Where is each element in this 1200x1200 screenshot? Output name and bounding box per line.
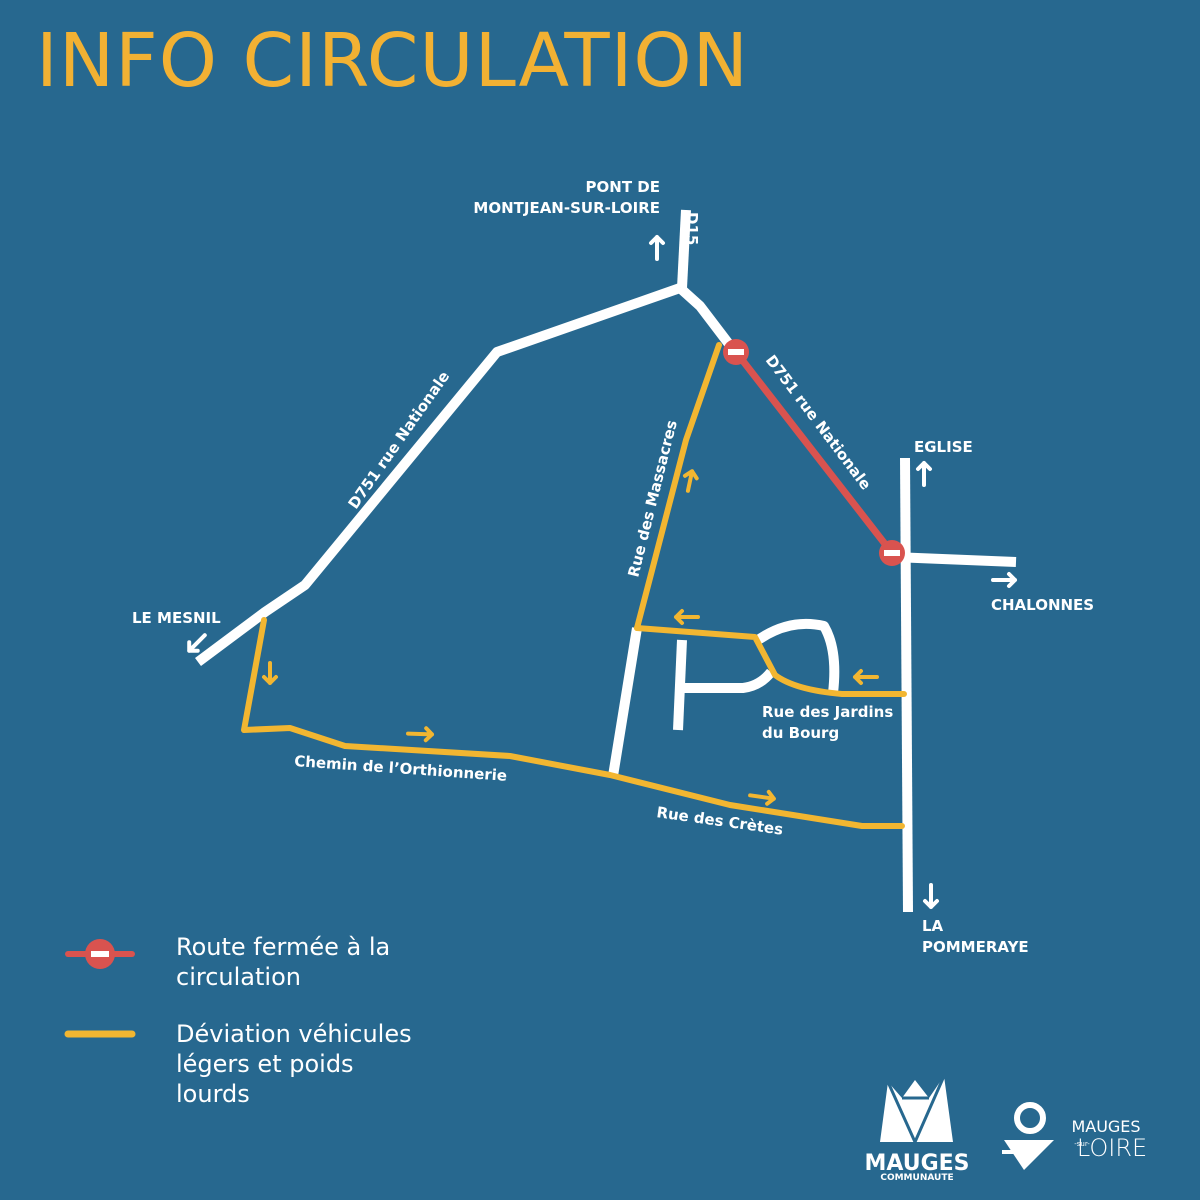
detour-arrow-icon [682, 469, 699, 493]
no-entry-icon [879, 540, 905, 566]
mauges-communaute-logo: MAUGES COMMUNAUTE [864, 1075, 970, 1183]
logo-msl-sur-text: -sur- [1074, 1140, 1090, 1148]
detour-west-leg [241, 617, 905, 829]
legend-closed-label: Route fermée à la circulation [176, 933, 391, 991]
road-label-orthionnerie: Chemin de l’Orthionnerie [294, 752, 508, 785]
place-label-montjean: MONTJEAN-SUR-LOIRE [473, 199, 660, 217]
road-loop [755, 618, 840, 694]
arrow-right-icon [991, 572, 1017, 588]
arrow-up-icon [916, 461, 932, 487]
place-label-le-mesnil: LE MESNIL [132, 609, 221, 627]
place-label-pont-de: PONT DE [586, 178, 660, 196]
road-d751-east-start [676, 284, 739, 356]
legend-closed-symbol [65, 939, 135, 969]
place-label-eglise: EGLISE [914, 438, 973, 456]
detour-arrow-icon [674, 609, 700, 625]
detour-arrow-icon [853, 669, 879, 685]
place-label-chalonnes: CHALONNES [991, 596, 1094, 614]
closed-road-d751 [732, 348, 896, 557]
detour-arrow-icon [406, 726, 434, 743]
road-label-d751-east: D751 rue Nationale [762, 352, 875, 494]
detour-arrow-icon [262, 661, 278, 685]
road-label-jardins-1: Rue des Jardins [762, 703, 893, 721]
logo-mauges-text: MAUGES [864, 1151, 969, 1176]
place-label-pommeraye: POMMERAYE [922, 938, 1029, 956]
legend-detour-label: Déviation véhicules légers et poids lour… [176, 1020, 412, 1108]
road-chalonnes [892, 552, 1017, 567]
logo-msl-bottom-text: LOIRE [1077, 1134, 1147, 1162]
detour-massacres [634, 342, 722, 631]
page-title: INFO CIRCULATION [36, 18, 750, 104]
road-label-jardins-2: du Bourg [762, 724, 839, 742]
mauges-sur-loire-logo: MAUGES -sur- LOIRE [1002, 1102, 1147, 1170]
road-d751-west [195, 283, 682, 667]
road-network [195, 209, 1017, 913]
road-side-branch [678, 668, 775, 693]
detour-jardins [634, 625, 907, 697]
detour-network [241, 342, 907, 829]
road-label-d751-west: D751 rue Nationale [345, 368, 454, 513]
place-label-la: LA [922, 917, 944, 935]
logo-communaute-text: COMMUNAUTE [880, 1173, 953, 1183]
arrow-down-left-icon [187, 633, 207, 653]
road-massacres-south [608, 627, 642, 777]
road-d15 [677, 209, 691, 289]
no-entry-icon [723, 339, 749, 365]
road-label-d15: D15 [683, 212, 701, 245]
arrow-down-icon [923, 883, 939, 909]
road-main-vertical [900, 457, 913, 913]
arrow-up-icon [649, 235, 665, 261]
logo-msl-top-text: MAUGES [1071, 1117, 1140, 1136]
detour-arrow-icon [748, 789, 776, 806]
